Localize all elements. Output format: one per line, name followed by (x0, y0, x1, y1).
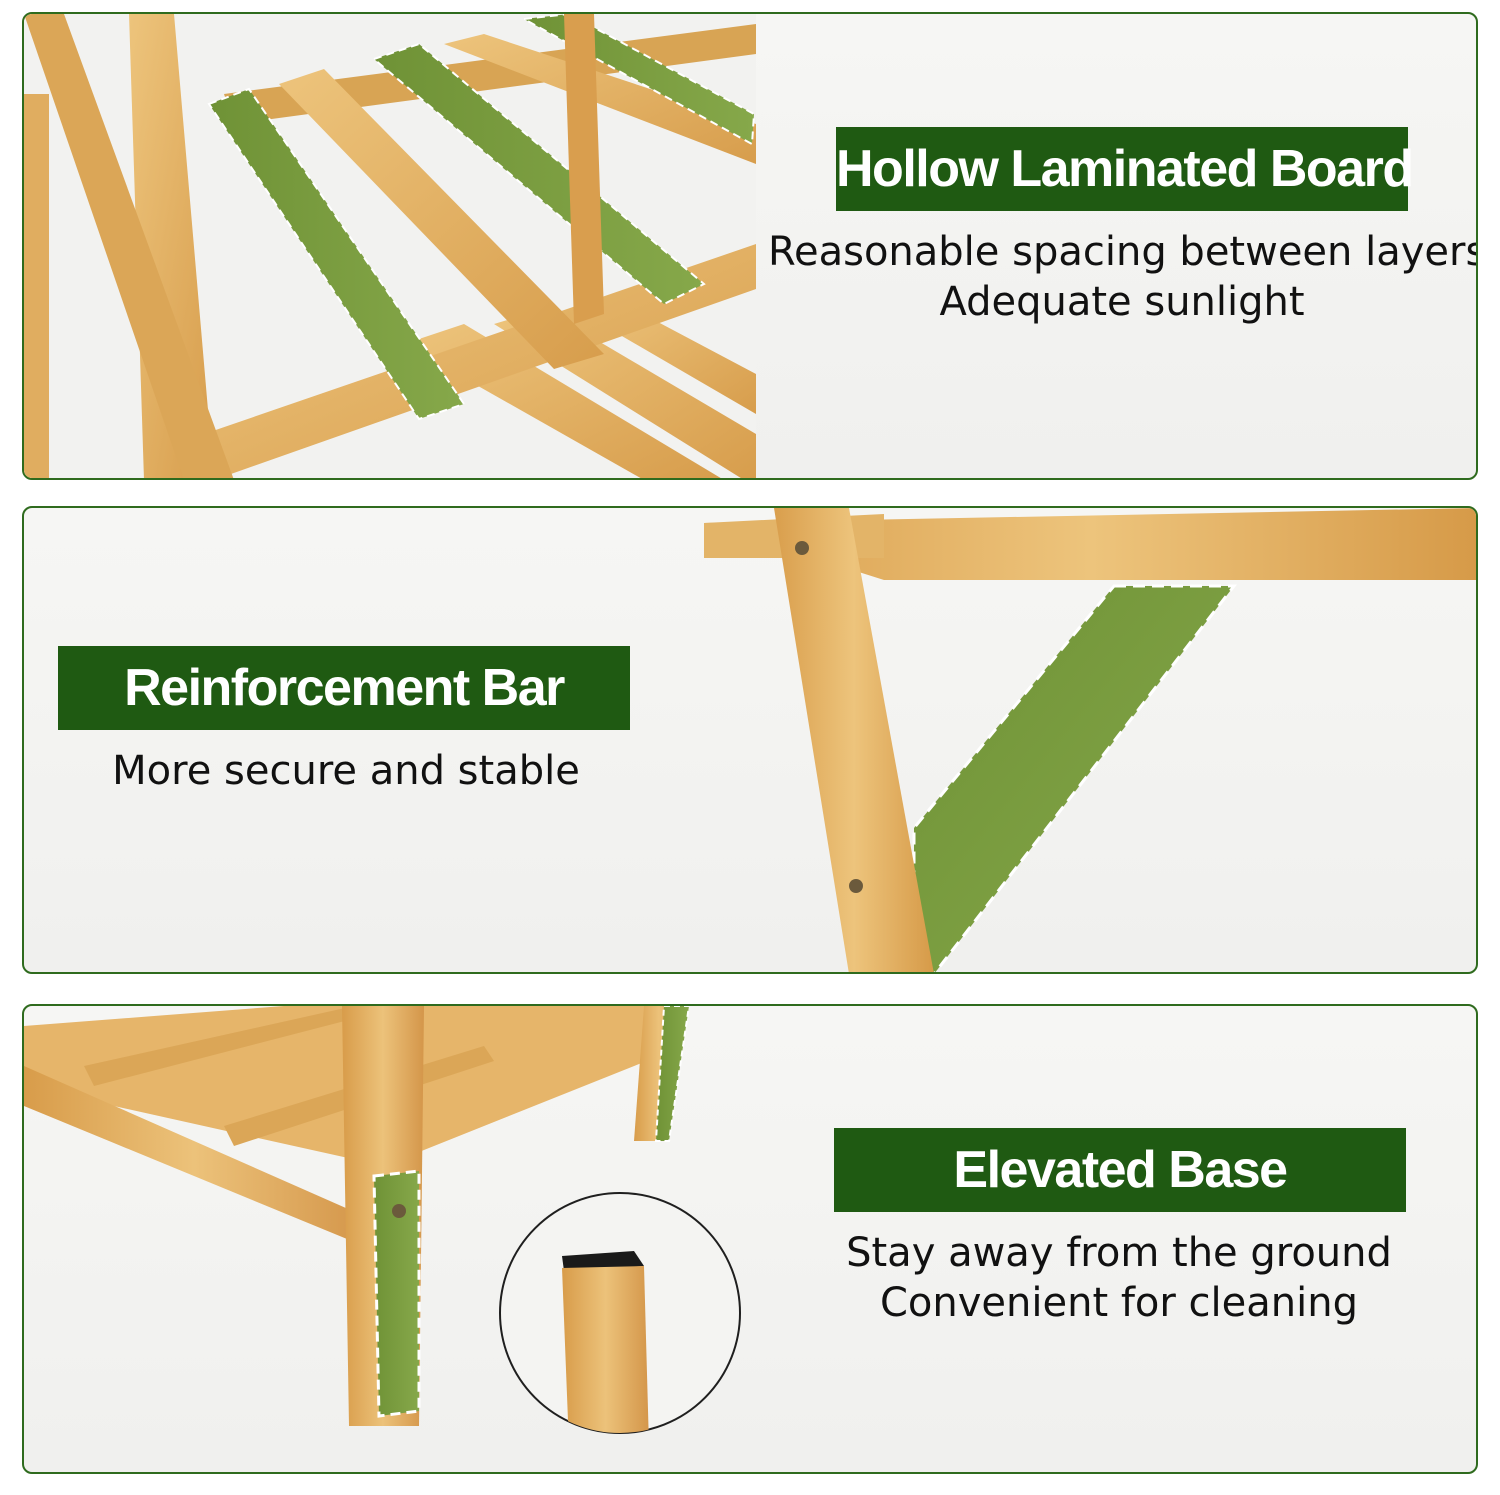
bamboo-support-bar-photo (684, 508, 1476, 972)
shelf-slats-illustration (24, 14, 756, 478)
feature-description: Reasonable spacing between layers Adequa… (768, 227, 1476, 327)
feature-panel-hollow-laminated-board: Hollow Laminated Board Reasonable spacin… (22, 12, 1478, 480)
feature-description-line: Reasonable spacing between layers (768, 229, 1478, 275)
feature-title: Reinforcement Bar (58, 646, 630, 730)
feature-description-line: Stay away from the ground (846, 1230, 1392, 1276)
feature-description: Stay away from the ground Convenient for… (764, 1228, 1474, 1328)
feature-description: More secure and stable (58, 746, 634, 796)
feature-title: Elevated Base (834, 1128, 1406, 1212)
feature-callout: Elevated Base Stay away from the ground … (764, 1128, 1474, 1328)
feature-panel-reinforcement-bar: Reinforcement Bar More secure and stable (22, 506, 1478, 974)
feature-description-line: Convenient for cleaning (879, 1280, 1358, 1326)
feature-panel-elevated-base: Elevated Base Stay away from the ground … (22, 1004, 1478, 1474)
feature-description-line: Adequate sunlight (939, 279, 1305, 325)
feature-title: Hollow Laminated Board (836, 127, 1414, 211)
bamboo-leg-foot-photo (24, 1006, 744, 1472)
feature-callout: Hollow Laminated Board Reasonable spacin… (768, 127, 1476, 327)
support-bar-illustration (704, 508, 1476, 972)
foot-pad-detail (562, 1251, 649, 1433)
feature-description-line: More secure and stable (112, 748, 580, 794)
feature-callout: Reinforcement Bar More secure and stable (58, 646, 634, 796)
elevated-base-illustration (24, 1006, 741, 1434)
bamboo-shelf-slats-photo (24, 14, 756, 478)
